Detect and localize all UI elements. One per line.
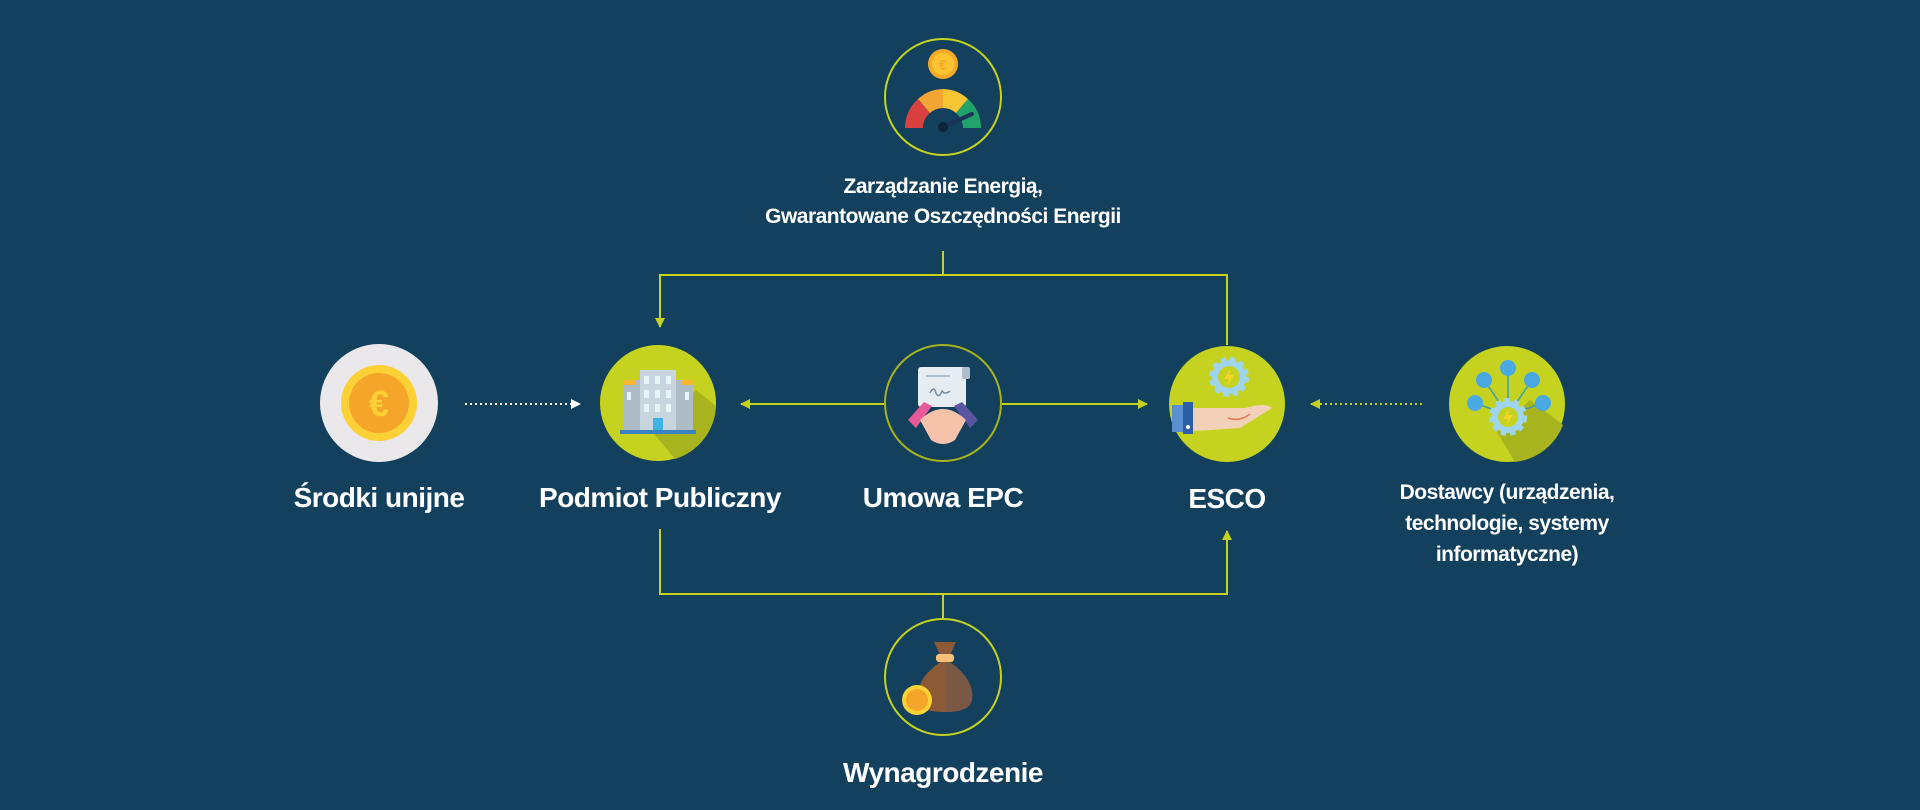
- euro-coin-icon: €: [320, 344, 438, 462]
- remuneration-label: Wynagrodzenie: [843, 757, 1043, 788]
- energy-management-label: Zarządzanie Energią, Gwarantowane Oszczę…: [765, 172, 1121, 232]
- eu-funds-label: Środki unijne: [293, 482, 465, 513]
- energy-management-label-line2: Gwarantowane Oszczędności Energii: [765, 205, 1121, 228]
- suppliers-label-line1: Dostawcy (urządzenia,: [1399, 481, 1615, 504]
- suppliers-label-line3: informatyczne): [1435, 543, 1579, 566]
- suppliers-label-line2: technologie, systemy: [1405, 512, 1609, 535]
- top-connector: [655, 251, 1228, 345]
- building-icon: [600, 345, 716, 461]
- hand-gear-icon: [1169, 346, 1285, 462]
- energy-management-label-line1: Zarządzanie Energią,: [843, 175, 1043, 198]
- gear-network-icon: [1449, 346, 1565, 462]
- gauge-euro-icon: €: [884, 38, 1002, 156]
- svg-text:€: €: [369, 383, 389, 424]
- public-entity-label: Podmiot Publiczny: [539, 482, 781, 513]
- bottom-connector: [659, 529, 1232, 618]
- money-bag-icon: [884, 618, 1002, 736]
- svg-text:€: €: [939, 57, 948, 74]
- handshake-contract-icon: [884, 344, 1002, 462]
- esco-label: ESCO: [1188, 483, 1266, 514]
- suppliers-label: Dostawcy (urządzenia, technologie, syste…: [1400, 477, 1615, 570]
- epc-contract-label: Umowa EPC: [862, 482, 1024, 513]
